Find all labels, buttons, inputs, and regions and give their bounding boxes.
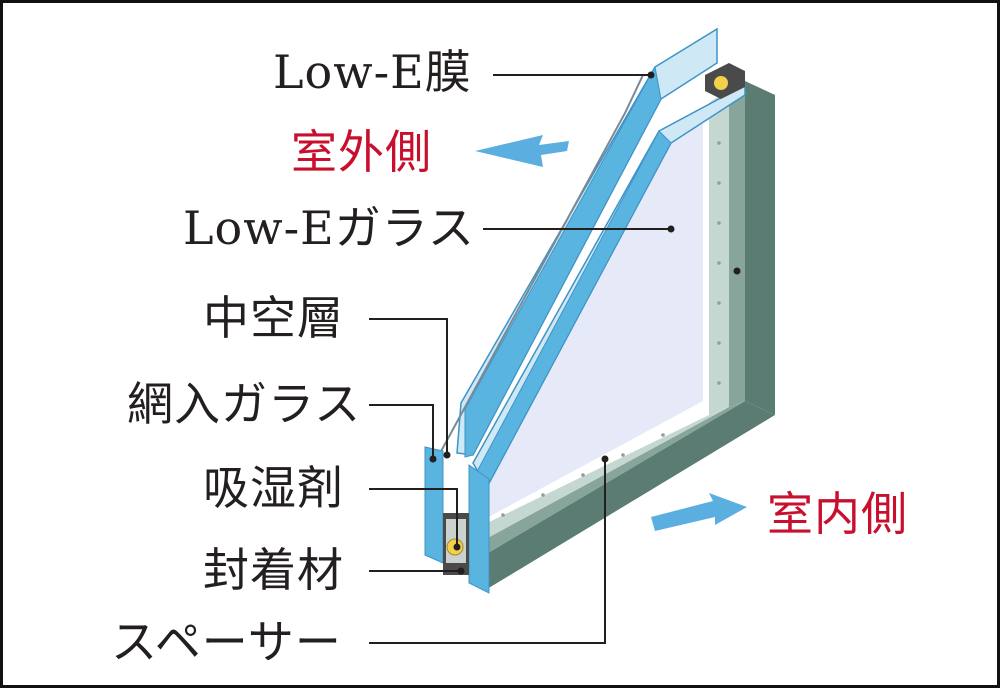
spacer-holes <box>501 141 721 517</box>
outdoor-arrow-icon <box>475 135 569 167</box>
label-outdoor-side: 室外側 <box>291 125 432 179</box>
leader-desiccant <box>369 488 458 547</box>
label-indoor-side: 室内側 <box>767 487 908 541</box>
leader-air-layer <box>369 318 448 455</box>
frame-right-outer <box>745 81 775 415</box>
leader-wired-glass <box>369 404 434 459</box>
label-air-layer: 中空層 <box>203 291 344 345</box>
frame-right-light <box>709 89 729 415</box>
leader-dots <box>429 71 741 575</box>
leader-lines <box>369 74 671 644</box>
label-spacer: スペーサー <box>111 615 342 669</box>
label-low-e-film: Low-E膜 <box>273 45 472 99</box>
frame-right-mid <box>729 81 745 407</box>
inner-pane-edge <box>468 464 490 594</box>
glass-cross-section-illustration <box>369 27 775 644</box>
wired-glass-edge <box>424 446 444 564</box>
indoor-arrow-icon <box>651 493 747 531</box>
label-sealant: 封着材 <box>203 543 344 597</box>
inner-glass-face <box>485 107 703 519</box>
frame-bottom-mid <box>471 401 745 563</box>
label-low-e-glass: Low-Eガラス <box>183 201 475 255</box>
label-wired-glass: 網入ガラス <box>127 377 362 431</box>
top-desiccant-granule <box>714 76 728 90</box>
leader-spacer <box>369 459 606 644</box>
outer-pane-edge <box>464 65 662 458</box>
label-desiccant: 吸湿剤 <box>203 461 344 515</box>
frame-bottom-light <box>471 407 729 547</box>
frame-bottom-outer <box>471 401 775 589</box>
